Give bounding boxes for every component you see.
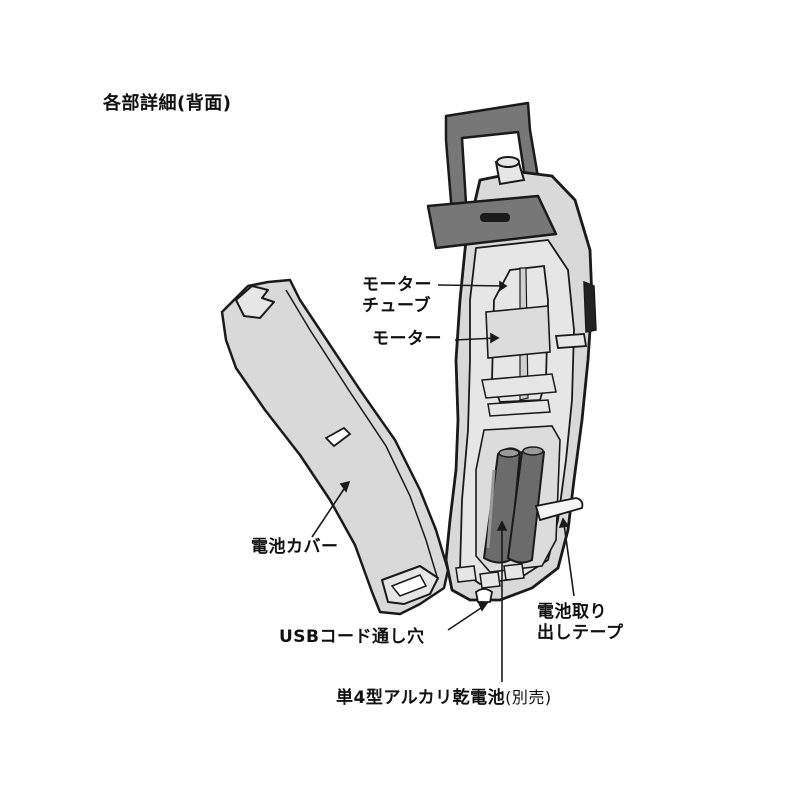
bottom-contacts — [455, 563, 525, 583]
motor-block — [485, 305, 551, 359]
label-motor: モーター — [372, 329, 442, 349]
label-usb-hole: USBコード通し穴 — [279, 627, 425, 647]
leader-motor-tube — [437, 284, 507, 287]
side-pin — [554, 333, 588, 349]
label-motor-tube: モーター チューブ — [362, 275, 432, 317]
label-pull-tape-line1: 電池取り — [537, 602, 607, 622]
leader-motor — [454, 337, 497, 341]
leader-battery-cover — [311, 485, 347, 538]
battery-cover-shape — [220, 278, 450, 616]
label-battery-note: (別売) — [505, 688, 552, 707]
battery-cover-slot — [324, 426, 352, 448]
leader-pull-tape — [563, 523, 575, 597]
clip-slot — [480, 213, 510, 222]
label-pull-tape: 電池取り 出しテープ — [537, 602, 623, 644]
battery-cover-panel — [220, 278, 450, 616]
leader-usb-hole — [447, 605, 485, 631]
batteries — [482, 446, 546, 564]
label-motor-tube-line1: モーター — [362, 275, 432, 295]
pull-tape — [534, 497, 584, 522]
label-battery-main: 単4型アルカリ乾電池 — [336, 688, 506, 708]
usb-hole — [475, 588, 493, 603]
label-battery-cover: 電池カバー — [251, 537, 339, 557]
label-battery: 単4型アルカリ乾電池(別売) — [336, 687, 552, 709]
battery-cover-clip — [235, 285, 275, 319]
page-title: 各部詳細(背面) — [103, 93, 232, 114]
label-motor-tube-line2: チューブ — [362, 296, 431, 316]
leader-lines — [311, 280, 575, 682]
side-button — [583, 280, 597, 333]
main-body — [426, 101, 597, 603]
battery-cover-edge — [285, 289, 439, 581]
label-pull-tape-line2: 出しテープ — [537, 623, 624, 643]
